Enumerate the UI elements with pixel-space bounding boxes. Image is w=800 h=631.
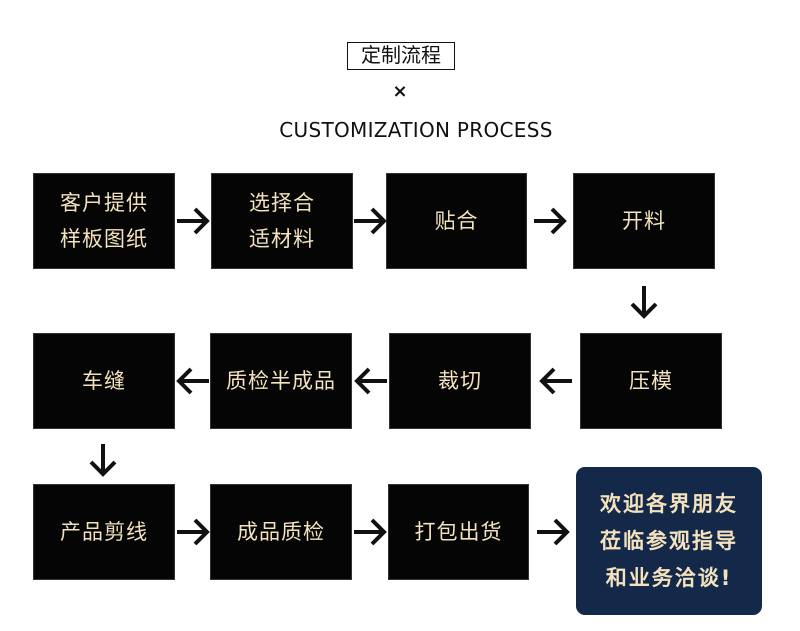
closing-line-2: 莅临参观指导 — [600, 528, 738, 553]
arrow-down-icon — [86, 442, 120, 478]
arrow-left-icon — [538, 364, 574, 398]
closing-line-3: 和业务洽谈! — [605, 565, 733, 590]
arrow-right-icon — [352, 204, 388, 238]
title-english: CUSTOMIZATION PROCESS — [279, 118, 553, 142]
arrow-right-icon — [175, 515, 211, 549]
step-4-cutting-material: 开料 — [573, 173, 715, 269]
step-5-press-mold: 压模 — [580, 333, 722, 429]
step-9-thread-trimming: 产品剪线 — [33, 484, 175, 580]
step-4-label: 开料 — [622, 209, 666, 233]
step-2-line-1: 选择合 — [249, 191, 315, 215]
step-11-label: 打包出货 — [414, 520, 503, 544]
step-2-select-material: 选择合 适材料 — [211, 173, 353, 269]
step-3-label: 贴合 — [434, 209, 479, 233]
step-10-final-inspection: 成品质检 — [210, 484, 352, 580]
arrow-left-icon — [353, 364, 389, 398]
step-2-line-2: 适材料 — [249, 227, 315, 251]
times-separator: × — [392, 81, 408, 102]
title-chinese: 定制流程 — [347, 42, 455, 70]
step-6-label: 裁切 — [438, 369, 482, 393]
arrow-right-icon — [532, 204, 568, 238]
step-8-label: 车缝 — [82, 369, 126, 393]
arrow-right-icon — [535, 515, 571, 549]
step-7-semi-finished-inspection: 质检半成品 — [210, 333, 352, 429]
arrow-down-icon — [627, 284, 661, 320]
step-1-line-1: 客户提供 — [60, 191, 148, 215]
step-5-label: 压模 — [629, 369, 673, 393]
arrow-right-icon — [175, 204, 211, 238]
step-3-laminate: 贴合 — [386, 173, 527, 269]
arrow-right-icon — [352, 515, 388, 549]
step-6-trim: 裁切 — [389, 333, 531, 429]
step-7-label: 质检半成品 — [226, 369, 336, 393]
arrow-left-icon — [175, 364, 211, 398]
step-1-line-2: 样板图纸 — [60, 227, 148, 251]
step-9-label: 产品剪线 — [60, 520, 148, 544]
closing-welcome-box: 欢迎各界朋友 莅临参观指导 和业务洽谈! — [576, 467, 762, 615]
step-8-sewing: 车缝 — [33, 333, 175, 429]
step-1-customer-provides-drawings: 客户提供 样板图纸 — [33, 173, 175, 269]
step-10-label: 成品质检 — [237, 520, 325, 544]
closing-line-1: 欢迎各界朋友 — [600, 491, 738, 516]
step-11-pack-and-ship: 打包出货 — [388, 484, 529, 580]
